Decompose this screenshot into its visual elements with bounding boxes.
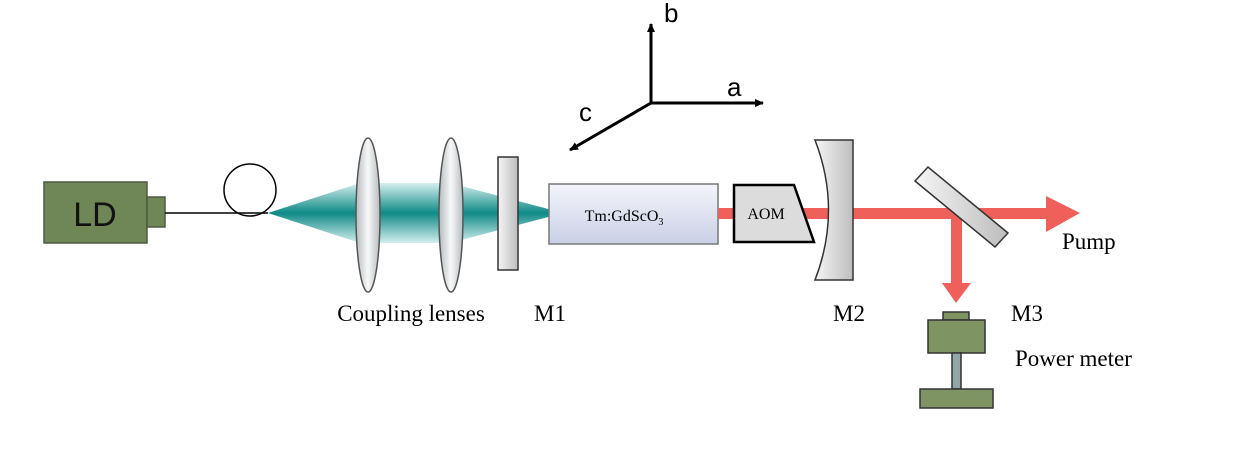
aom-label: AOM xyxy=(747,206,784,223)
ld-body xyxy=(43,181,148,244)
ld-label: LD xyxy=(73,196,116,234)
fiber xyxy=(165,163,277,217)
axis-c-arrow xyxy=(569,101,652,152)
m2-label: M2 xyxy=(833,301,865,326)
power-meter-sensor xyxy=(942,311,970,321)
crystal-label: Tm:GdScO3 xyxy=(585,208,664,228)
coupling-lenses: Coupling lenses xyxy=(337,137,485,326)
m1-label: M1 xyxy=(534,301,566,326)
power-meter-base xyxy=(919,388,994,409)
power-meter-head xyxy=(927,319,986,354)
m3-label: M3 xyxy=(1011,301,1043,326)
crystal-body xyxy=(548,183,719,245)
transmitted-beam xyxy=(954,208,1046,219)
gain-crystal: Tm:GdScO3 xyxy=(548,183,719,245)
m1-plate xyxy=(497,156,519,271)
coupling-lenses-label: Coupling lenses xyxy=(337,301,485,326)
laser-diode: LD xyxy=(43,181,166,244)
lens-2 xyxy=(438,137,464,293)
power-meter: Power meter xyxy=(919,311,1132,409)
aom-body xyxy=(732,183,816,244)
axis-a-label: a xyxy=(727,72,742,102)
pump-label: Pump xyxy=(1062,229,1116,254)
mirror-m1: M1 xyxy=(497,156,566,326)
m3-plate xyxy=(913,165,1010,249)
mirror-m2: M2 xyxy=(813,139,865,326)
axis-b-label: b xyxy=(664,0,678,28)
crystal-axes: b a c xyxy=(569,0,764,152)
reflected-beam xyxy=(951,213,962,288)
fiber-coil xyxy=(223,163,277,217)
power-meter-label: Power meter xyxy=(1015,346,1132,371)
reflected-arrowhead xyxy=(942,283,971,303)
lens-1 xyxy=(355,137,381,293)
power-meter-post xyxy=(951,352,962,390)
beam-diverging xyxy=(268,183,360,243)
crystal-subscript: 3 xyxy=(658,217,663,228)
pump-arrowhead xyxy=(1046,196,1080,232)
mirror-m3: M3 xyxy=(913,165,1043,326)
aom: AOM xyxy=(732,183,816,244)
ld-connector xyxy=(146,196,166,228)
axis-c-label: c xyxy=(579,97,592,127)
m2-curved-mirror xyxy=(813,139,854,281)
crystal-formula: Tm:GdScO xyxy=(585,208,659,225)
